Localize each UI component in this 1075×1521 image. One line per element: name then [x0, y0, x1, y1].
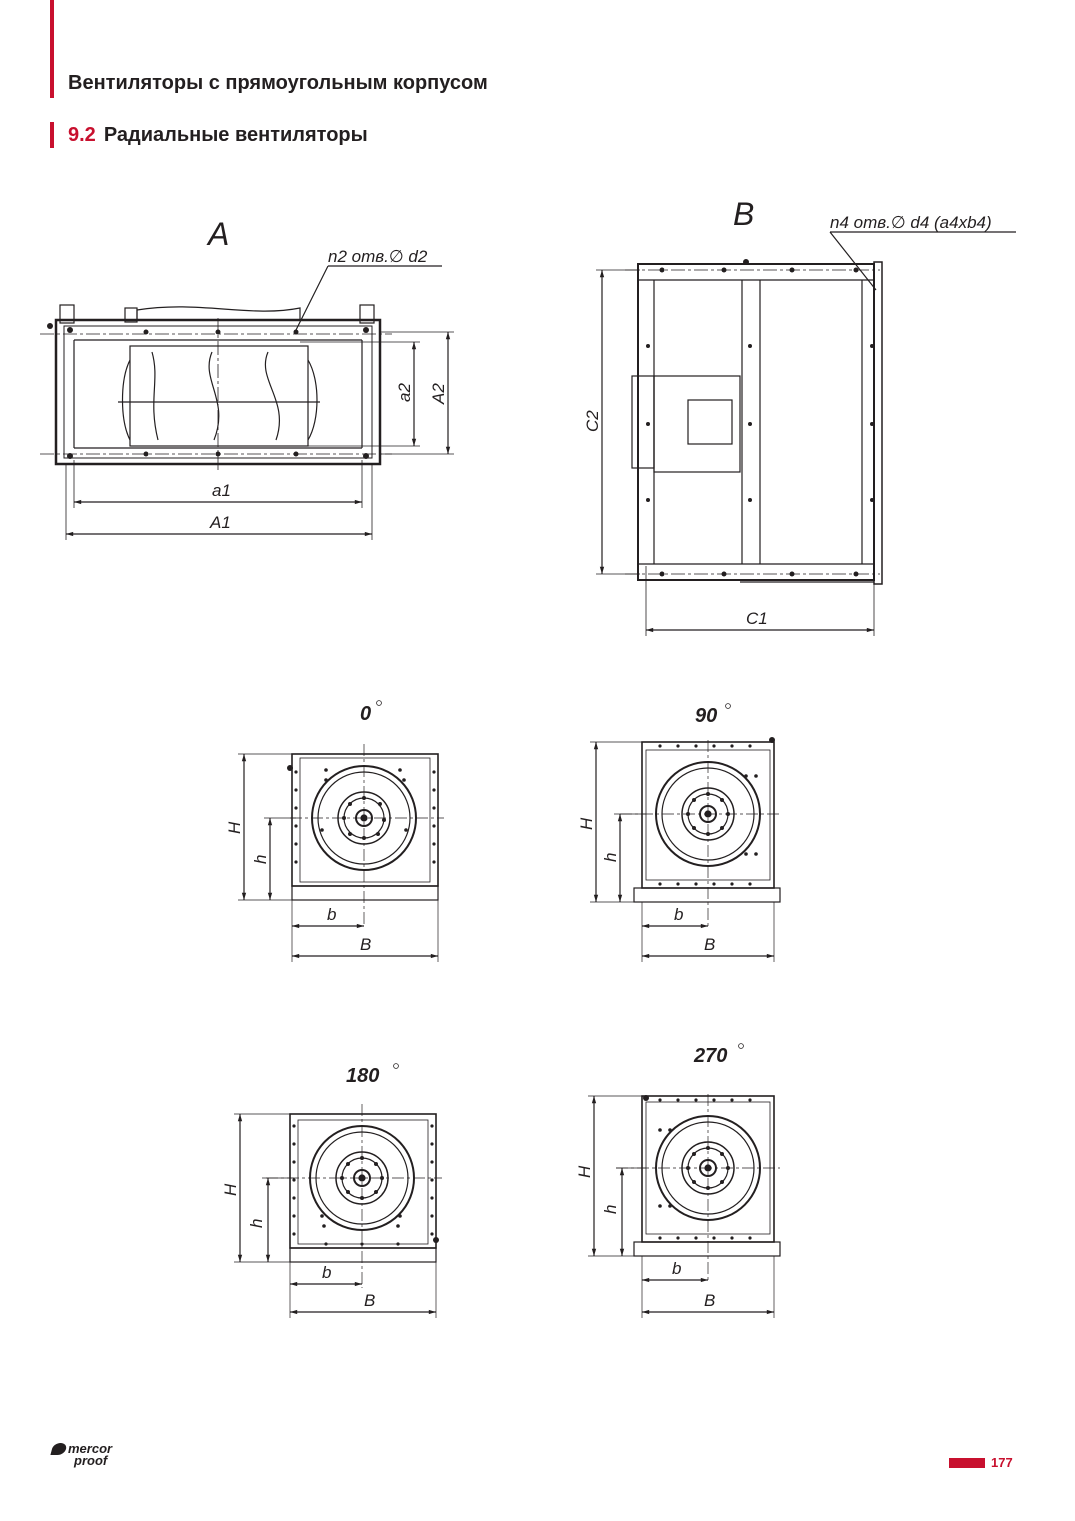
dim-A1-label: A1 [209, 513, 231, 532]
dim-a1-label: a1 [212, 481, 231, 500]
orientation-180-h-label: h [247, 1219, 266, 1228]
page-number: 177 [991, 1455, 1013, 1470]
orientation-270-h-label: h [601, 1205, 620, 1214]
orientation-180: 180 H h b B [221, 1063, 442, 1318]
section-heading: 9.2 Радиальные вентиляторы [68, 124, 368, 147]
logo-line1: mercor [68, 1441, 113, 1456]
logo-mark-icon [50, 1443, 68, 1455]
orientation-270: 270 H h b B [575, 1043, 781, 1318]
orientation-0-b-label: b [327, 905, 336, 924]
orientation-90: 90 H h b B [577, 703, 781, 962]
dim-C2-label: C2 [583, 410, 602, 432]
orientation-180-b-label: b [322, 1263, 331, 1282]
orientation-0: 0 H h b B [225, 700, 444, 962]
section-title: Радиальные вентиляторы [103, 124, 368, 146]
orientation-0-h-label: h [251, 855, 270, 864]
orientation-270-b-label: b [672, 1259, 681, 1278]
header-accent-bar [50, 0, 54, 98]
page-number-bar [949, 1458, 985, 1468]
view-b-label: B [733, 196, 754, 232]
orientation-90-b-label: b [674, 905, 683, 924]
orientation-270-B-label: B [704, 1291, 715, 1310]
view-a-label: A [206, 216, 229, 252]
view-b-hole-note: n4 отв.∅ d4 (a4xb4) [830, 213, 992, 232]
dim-a2-label: a2 [395, 383, 414, 402]
orientation-180-B-label: B [364, 1291, 375, 1310]
orientation-270-angle: 270 [693, 1045, 727, 1067]
dim-A2-label: A2 [429, 383, 448, 405]
view-a-hole-note: n2 отв.∅ d2 [328, 247, 428, 266]
mercor-proof-logo: mercor proof [50, 1441, 113, 1468]
orientation-90-angle: 90 [695, 705, 717, 727]
orientation-90-h-label: h [601, 853, 620, 862]
dim-C1-label: C1 [746, 609, 768, 628]
orientation-90-B-label: B [704, 935, 715, 954]
section-accent-bar [50, 122, 54, 148]
logo-line2: proof [74, 1453, 108, 1468]
page-title: Вентиляторы с прямоугольным корпусом [68, 72, 488, 94]
orientation-0-B-label: B [360, 935, 371, 954]
orientation-180-angle: 180 [346, 1065, 379, 1087]
orientation-0-H-label: H [225, 821, 244, 834]
orientation-270-H-label: H [575, 1165, 594, 1178]
view-a-drawing: A n2 отв.∅ d2 [40, 216, 454, 540]
section-number: 9.2 [68, 124, 96, 146]
orientation-90-H-label: H [577, 817, 596, 830]
orientation-180-H-label: H [221, 1183, 240, 1196]
orientation-0-angle: 0 [360, 703, 371, 725]
view-b-drawing: B n4 отв.∅ d4 (a4xb4) C2 C [583, 196, 1016, 636]
